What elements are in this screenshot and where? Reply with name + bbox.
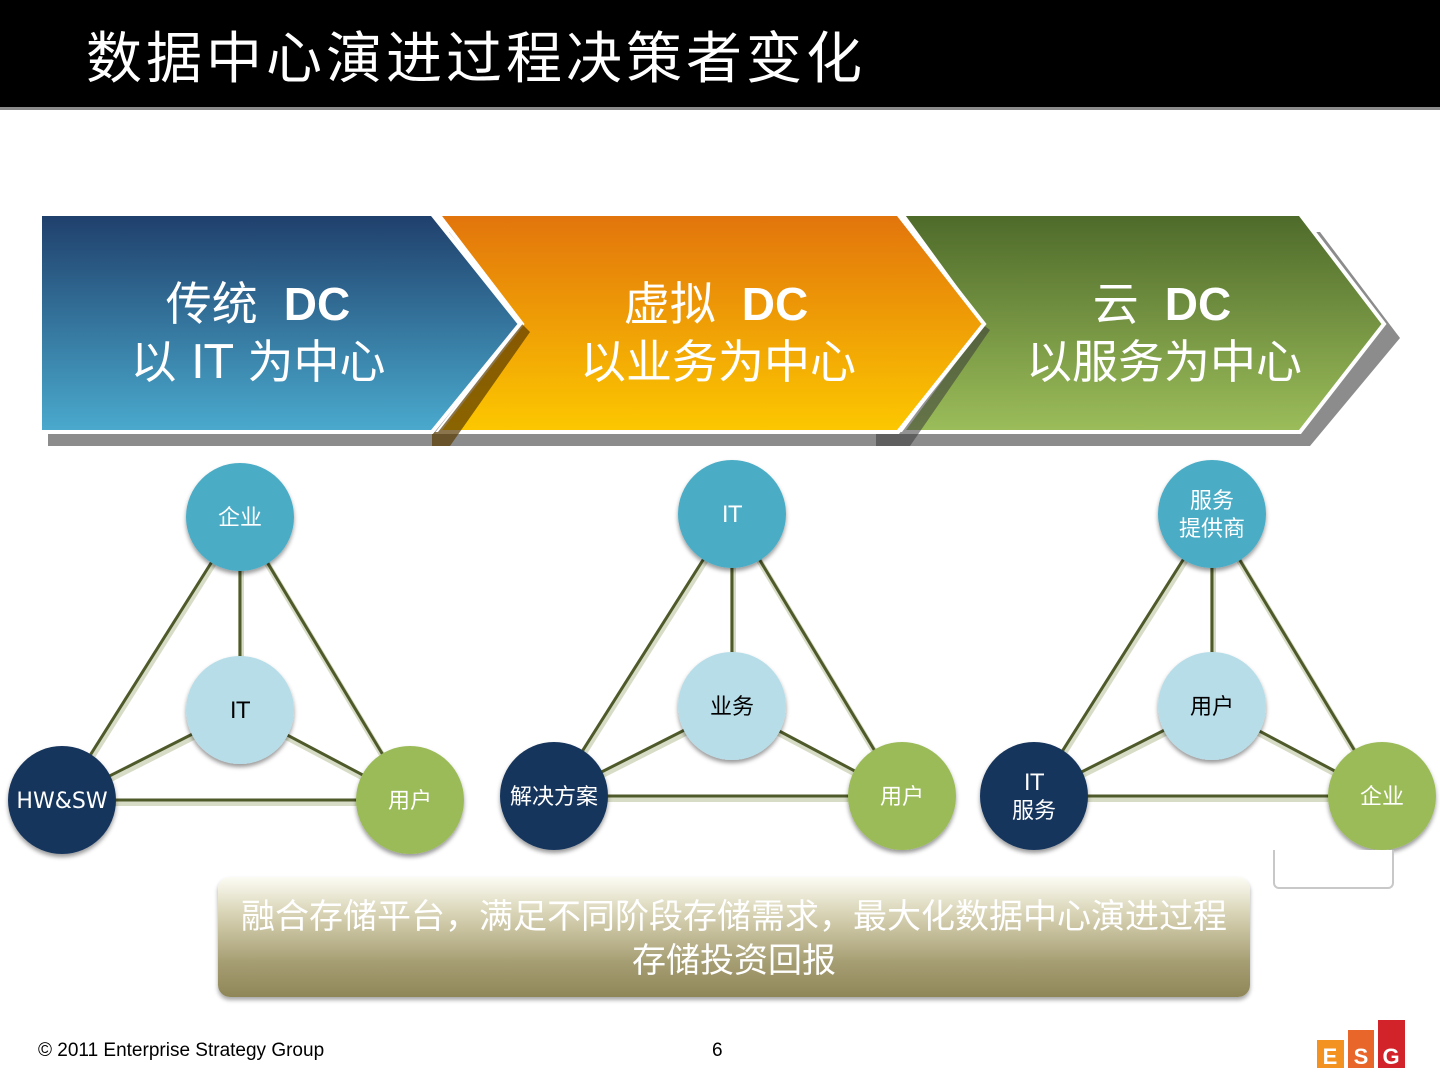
chevron-virtual-title-latin: DC <box>742 278 808 330</box>
chevron-cloud-title-latin: DC <box>1165 278 1231 330</box>
node-left-label: 服务 <box>1012 799 1056 824</box>
chevron-cloud-title-cjk: 云 <box>1093 277 1139 331</box>
node-top-label: 服务 <box>1190 489 1234 514</box>
svg-text:云DC: 云 DC <box>1093 277 1231 331</box>
connector-top-right <box>1210 513 1384 797</box>
node-right-label: 用户 <box>388 789 432 814</box>
chevron-cloud-subtitle: 以服务为中心 <box>1026 335 1302 389</box>
node-center-circle <box>186 656 294 764</box>
node-left-circle <box>8 746 116 854</box>
logo-letter-s: S <box>1354 1044 1369 1069</box>
connector-top-right <box>730 513 904 797</box>
node-top-label: IT <box>722 503 742 528</box>
connector-top-right <box>238 516 412 801</box>
chevron-virtual-dc: 虚拟 DC 以业务为中心 <box>432 212 987 446</box>
node-center-label: 业务 <box>710 695 754 720</box>
chevron-traditional-title-latin: DC <box>284 278 350 330</box>
summary-box: 融合存储平台，满足不同阶段存储需求，最大化数据中心演进过程存储投资回报 <box>218 877 1250 997</box>
node-right-label: 用户 <box>880 785 924 810</box>
diagram-1: 企业 IT HW&SW 用户 <box>8 463 464 854</box>
node-right-circle <box>848 742 956 850</box>
connector-top-left <box>60 516 242 801</box>
title-bar: 数据中心演进过程决策者变化 <box>0 0 1440 110</box>
footer-copyright: © 2011 Enterprise Strategy Group <box>38 1040 325 1061</box>
node-left-label: 解决方案 <box>510 785 598 810</box>
node-top-circle <box>186 463 294 571</box>
slide-title: 数据中心演进过程决策者变化 <box>86 27 866 92</box>
chevron-cloud-dc: 云 DC 以服务为中心 <box>876 212 1387 446</box>
node-right-circle <box>1328 742 1436 850</box>
node-right-circle <box>356 746 464 854</box>
node-right-label: 企业 <box>1360 785 1404 810</box>
logo-letter-e: E <box>1323 1044 1338 1069</box>
node-center-circle <box>1158 652 1266 760</box>
node-left-circle <box>980 742 1088 850</box>
decorative-bracket <box>1273 850 1394 889</box>
logo-letter-g: G <box>1382 1044 1399 1069</box>
page-number: 6 <box>712 1040 723 1061</box>
connector-top-left <box>552 513 734 797</box>
chevron-traditional-subtitle: 以 IT 为中心 <box>131 335 386 389</box>
node-top-label: 提供商 <box>1179 517 1245 542</box>
chevron-traditional-dc: 传统 DC 以 IT 为中心 <box>38 212 523 434</box>
node-left-label: HW&SW <box>16 789 107 814</box>
node-top-circle <box>678 460 786 568</box>
node-center-circle <box>678 652 786 760</box>
chevron-traditional-title-cjk: 传统 <box>166 277 258 331</box>
summary-text: 融合存储平台，满足不同阶段存储需求，最大化数据中心演进过程存储投资回报 <box>241 897 1227 981</box>
connector-top-left <box>1032 513 1214 797</box>
node-top-circle <box>1158 460 1266 568</box>
node-left-label: IT <box>1024 771 1044 796</box>
chevron-virtual-subtitle: 以业务为中心 <box>580 335 856 389</box>
esg-logo: E S G <box>1317 1020 1405 1069</box>
node-center-label: IT <box>230 699 250 724</box>
node-top-label: 企业 <box>218 506 262 531</box>
node-left-circle <box>500 742 608 850</box>
chevron-virtual-title-cjk: 虚拟 <box>624 277 716 331</box>
node-center-label: 用户 <box>1190 695 1234 720</box>
